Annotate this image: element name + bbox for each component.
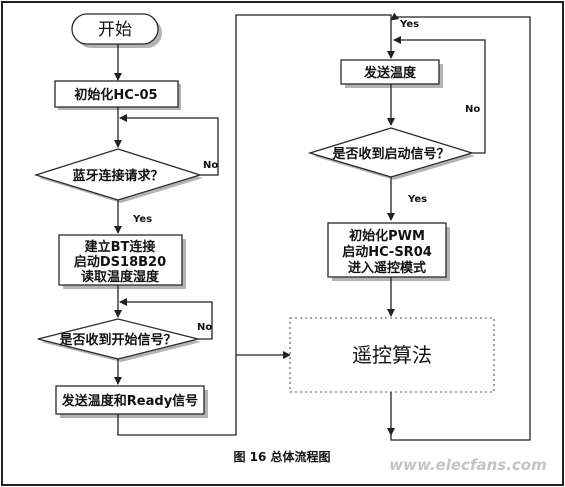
start-node: 开始 [71,13,162,48]
bt-yes-label: Yes [132,214,152,225]
start-label: 开始 [98,20,132,40]
bt-no-label: No [203,160,218,171]
remote-algo-node: 遥控算法 [289,317,495,393]
start-signal-right-decision: 是否收到启动信号？ [307,127,475,180]
remote-algo-label: 遥控算法 [352,343,432,367]
init-hc05-node: 初始化HC-05 [54,80,181,110]
init-pwm-line-2: 启动HC-SR04 [342,244,432,260]
start-signal-right-label: 是否收到启动信号？ [331,146,449,162]
start-signal-decision: 是否收到开始信号？ [37,318,201,362]
send-ready-node: 发送温度和Ready信号 [55,385,208,418]
edge-bt-no-loop [119,114,219,176]
bt-connect-line-2: 启动DS18B20 [74,254,166,270]
watermark: www.elecfans.com [389,456,546,474]
edge-return-loop [390,16,531,441]
bt-connect-line-1: 建立BT连接 [85,239,156,255]
start-signal-left-label: 是否收到开始信号？ [58,332,176,348]
send-ready-label: 发送温度和Ready信号 [61,393,198,409]
bt-request-decision: 蓝牙连接请求？ [33,148,203,203]
init-pwm-node: 初始化PWM 启动HC-SR04 进入遥控模式 [327,222,450,281]
edge-return-arrow [390,12,399,21]
right-no-label: No [465,104,480,115]
bt-connect-node: 建立BT连接 启动DS18B20 读取温度湿度 [58,234,186,289]
init-hc05-label: 初始化HC-05 [74,87,157,103]
start-signal-no-label: No [197,322,212,333]
init-pwm-line-1: 初始化PWM [349,228,425,244]
send-temp-node: 发送温度 [340,59,443,88]
edge-start-signal-no-loop [119,298,213,340]
top-yes-label: Yes [399,19,419,30]
right-yes-label: Yes [407,194,427,205]
send-temp-label: 发送温度 [363,65,417,81]
figure-caption: 图 16 总体流程图 [233,449,330,464]
edge-right-no-loop [393,36,486,154]
init-pwm-line-3: 进入遥控模式 [348,260,426,276]
bt-request-label: 蓝牙连接请求？ [72,168,163,184]
bt-connect-line-3: 读取温度湿度 [81,269,160,285]
